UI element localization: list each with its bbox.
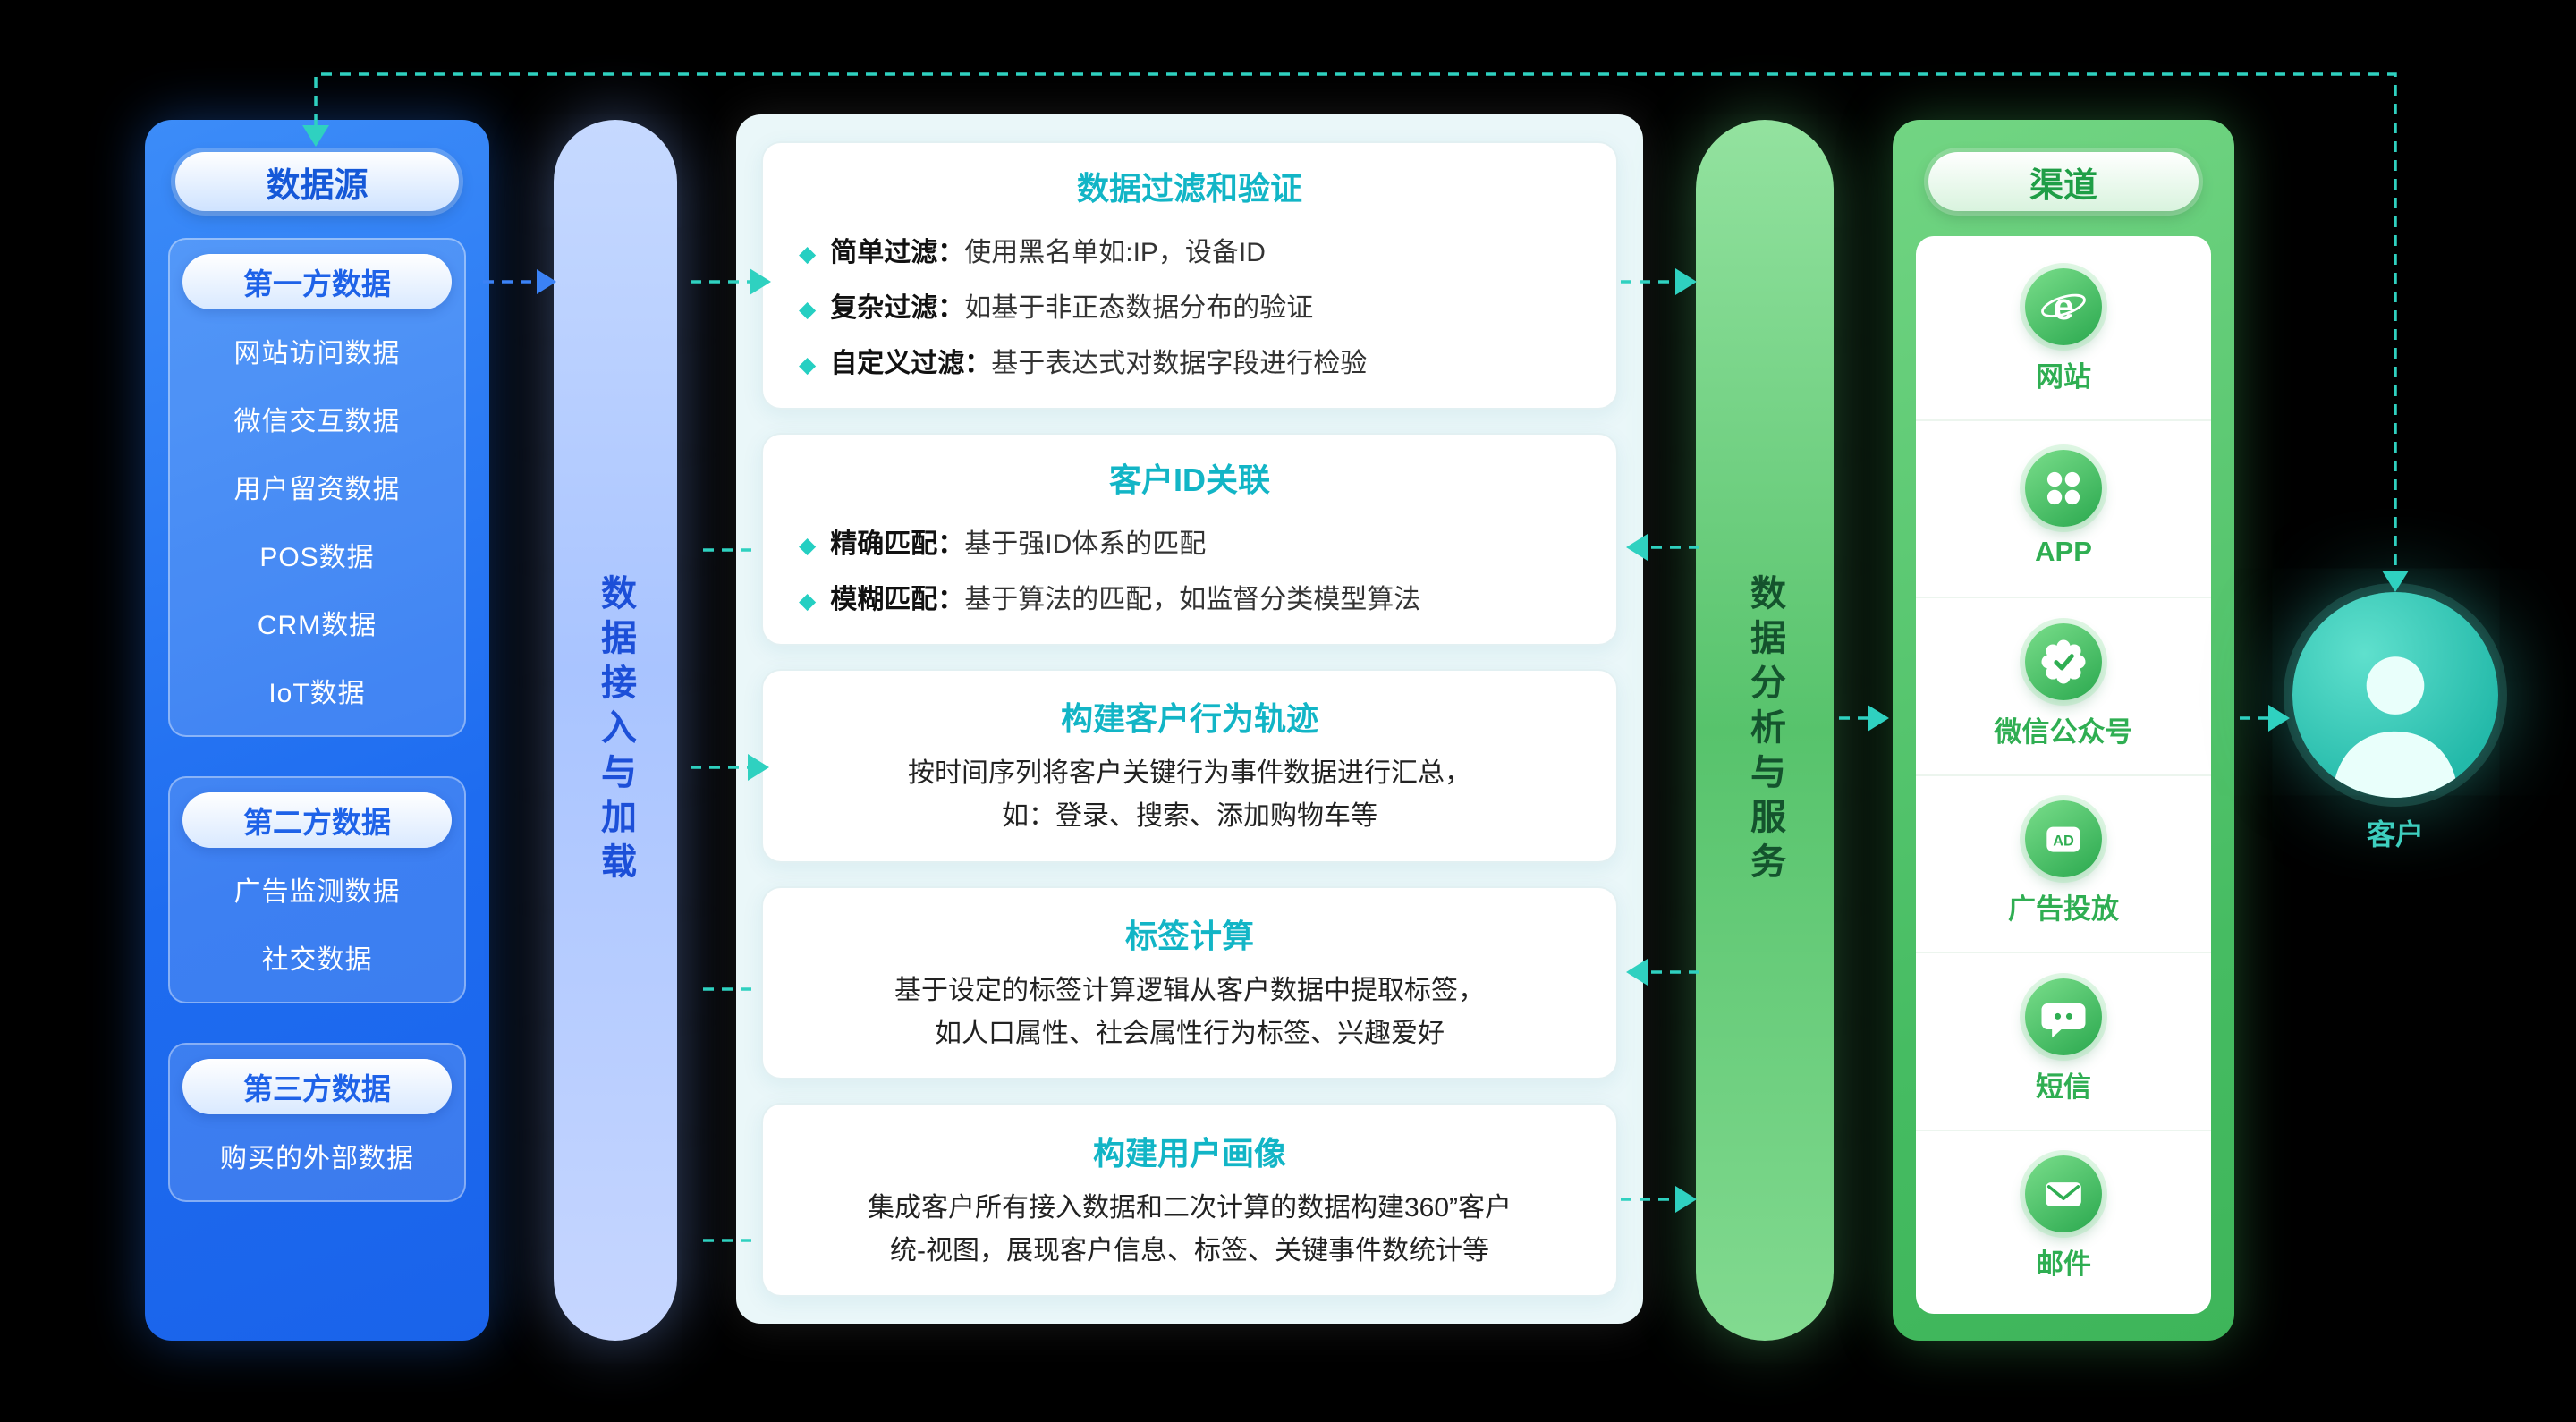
process-card-user-profile: 构建用户画像 集成客户所有接入数据和二次计算的数据构建360”客户 统-视图，展… [761, 1103, 1618, 1298]
process-card-title: 标签计算 [1124, 918, 1254, 954]
source-group-title: 第一方数据 [182, 254, 452, 309]
wechat-official-badge-icon [2025, 622, 2102, 700]
bullet-item: ◆ 自定义过滤：基于表达式对数据字段进行检验 [793, 341, 1586, 380]
bullet-text: 使用黑名单如:IP，设备ID [964, 238, 1266, 267]
channel-list: e 网站 APP [1916, 236, 2211, 1314]
channel-row-ads: AD 广告投放 [1916, 776, 2211, 953]
diamond-bullet-icon: ◆ [799, 241, 817, 267]
source-group-second-party: 第二方数据 广告监测数据 社交数据 [168, 776, 466, 1003]
source-item: 社交数据 [261, 945, 373, 975]
ie-browser-icon: e [2025, 267, 2102, 345]
bullet-label: 自定义过滤： [830, 349, 992, 378]
bullet-text: 基于表达式对数据字段进行检验 [991, 349, 1368, 378]
diamond-bullet-icon: ◆ [799, 352, 817, 377]
channel-row-sms: 短信 [1916, 953, 2211, 1131]
channel-row-email: 邮件 [1916, 1131, 2211, 1308]
svg-text:AD: AD [2053, 834, 2074, 850]
source-group-title: 第二方数据 [182, 792, 452, 848]
source-item: 广告监测数据 [233, 877, 401, 907]
process-card-tag-compute: 标签计算 基于设定的标签计算逻辑从客户数据中提取标签， 如人口属性、社会属性行为… [761, 885, 1618, 1080]
bullet-label: 简单过滤： [830, 238, 965, 267]
svg-text:e: e [2053, 285, 2073, 327]
bullet-line: 复杂过滤：如基于非正态数据分布的验证 [830, 285, 1313, 325]
channel-label: 网站 [2036, 360, 2091, 393]
bullet-text: 基于算法的匹配，如监督分类模型算法 [964, 585, 1421, 614]
channel-row-app: APP [1916, 421, 2211, 598]
data-source-title: 数据源 [175, 152, 459, 211]
bullet-item: ◆ 精确匹配：基于强ID体系的匹配 [793, 521, 1586, 561]
channel-row-wechat-official: 微信公众号 [1916, 598, 2211, 776]
bullet-line: 模糊匹配：基于算法的匹配，如监督分类模型算法 [830, 577, 1420, 616]
channel-label: 微信公众号 [1994, 715, 2133, 748]
channel-label: 短信 [2036, 1071, 2091, 1103]
arrow-into-channels [1868, 705, 1889, 732]
process-card-body: 按时间序列将客户关键行为事件数据进行汇总， 如：登录、搜索、添加购物车等 [908, 758, 1471, 832]
analysis-bar-label: 数据分析与服务 [1745, 573, 1784, 887]
source-item: 微信交互数据 [233, 407, 401, 436]
channel-label: 广告投放 [2008, 893, 2119, 926]
diamond-bullet-icon: ◆ [799, 588, 817, 614]
ad-icon: AD [2025, 800, 2102, 878]
diamond-bullet-icon: ◆ [799, 297, 817, 322]
bullet-item: ◆ 模糊匹配：基于算法的匹配，如监督分类模型算法 [793, 577, 1586, 616]
customer-avatar-icon [2292, 592, 2498, 798]
channel-title: 渠道 [1928, 152, 2199, 211]
source-group-title: 第三方数据 [182, 1059, 452, 1114]
process-card-filter: 数据过滤和验证 ◆ 简单过滤：使用黑名单如:IP，设备ID ◆ 复杂过滤：如基于… [761, 141, 1618, 410]
customer-label: 客户 [2366, 818, 2424, 851]
process-panel: 数据过滤和验证 ◆ 简单过滤：使用黑名单如:IP，设备ID ◆ 复杂过滤：如基于… [736, 114, 1643, 1324]
diamond-bullet-icon: ◆ [799, 533, 817, 558]
process-card-id-match: 客户ID关联 ◆ 精确匹配：基于强ID体系的匹配 ◆ 模糊匹配：基于算法的匹配，… [761, 433, 1618, 646]
bullet-label: 模糊匹配： [830, 585, 965, 614]
channel-label: APP [2035, 535, 2092, 567]
bullet-line: 精确匹配：基于强ID体系的匹配 [830, 521, 1206, 561]
source-item: CRM数据 [257, 611, 377, 640]
source-item: 网站访问数据 [233, 339, 401, 368]
bullet-text: 如基于非正态数据分布的验证 [964, 293, 1314, 323]
source-item: POS数据 [259, 543, 375, 572]
process-card-body: 基于设定的标签计算逻辑从客户数据中提取标签， 如人口属性、社会属性行为标签、兴趣… [894, 976, 1485, 1048]
data-source-panel: 数据源 第一方数据 网站访问数据 微信交互数据 用户留资数据 POS数据 CRM… [145, 120, 489, 1341]
ingest-bar-label: 数据接入与加载 [596, 573, 635, 887]
bullet-item: ◆ 简单过滤：使用黑名单如:IP，设备ID [793, 230, 1586, 269]
mail-icon [2025, 1155, 2102, 1233]
channel-panel: 渠道 e 网站 APP [1893, 120, 2234, 1341]
process-card-body: 集成客户所有接入数据和二次计算的数据构建360”客户 统-视图，展现客户信息、标… [867, 1192, 1513, 1265]
bullet-item: ◆ 复杂过滤：如基于非正态数据分布的验证 [793, 285, 1586, 325]
app-grid-icon [2025, 449, 2102, 527]
source-group-first-party: 第一方数据 网站访问数据 微信交互数据 用户留资数据 POS数据 CRM数据 I… [168, 238, 466, 737]
arrow-into-analysis-bar-2 [1675, 1186, 1697, 1213]
channel-label: 邮件 [2036, 1248, 2091, 1281]
process-card-title: 数据过滤和验证 [1076, 170, 1302, 207]
source-item: 购买的外部数据 [220, 1144, 414, 1173]
source-item: IoT数据 [268, 679, 366, 708]
process-card-title: 构建客户行为轨迹 [1060, 700, 1318, 738]
bullet-text: 基于强ID体系的匹配 [964, 529, 1207, 559]
process-card-title: 客户ID关联 [1108, 461, 1270, 498]
customer-node: 客户 [2275, 592, 2516, 853]
process-card-behavior-track: 构建客户行为轨迹 按时间序列将客户关键行为事件数据进行汇总， 如：登录、搜索、添… [761, 669, 1618, 863]
arrow-into-customer-top [2382, 571, 2409, 592]
source-group-third-party: 第三方数据 购买的外部数据 [168, 1043, 466, 1202]
source-item: 用户留资数据 [233, 475, 401, 504]
bullet-label: 精确匹配： [830, 529, 965, 559]
bullet-label: 复杂过滤： [830, 293, 965, 323]
channel-row-website: e 网站 [1916, 243, 2211, 421]
arrow-into-analysis-bar-1 [1675, 268, 1697, 295]
bullet-line: 自定义过滤：基于表达式对数据字段进行检验 [830, 341, 1367, 380]
analysis-bar: 数据分析与服务 [1696, 120, 1834, 1341]
process-card-title: 构建用户画像 [1092, 1134, 1286, 1172]
ingest-bar: 数据接入与加载 [554, 120, 677, 1341]
bullet-line: 简单过滤：使用黑名单如:IP，设备ID [830, 230, 1266, 269]
sms-bubble-icon [2025, 978, 2102, 1055]
